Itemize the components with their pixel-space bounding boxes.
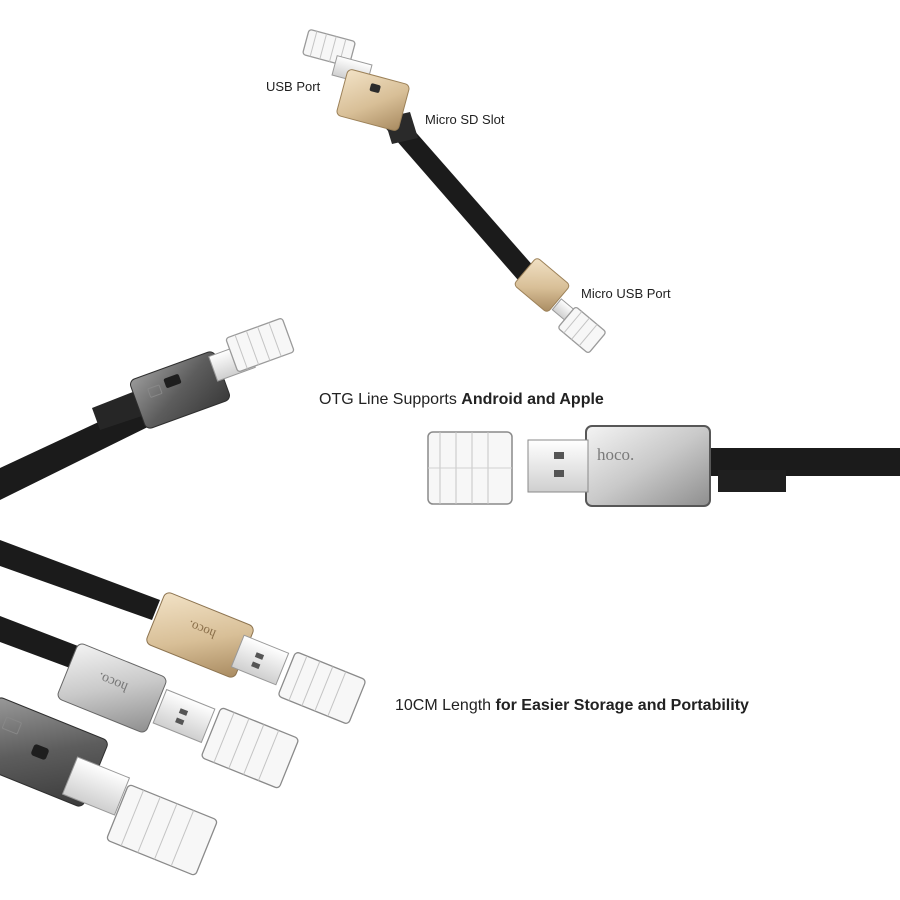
three-color-connectors-bottom: hoco. hoco.: [0, 540, 366, 876]
gold-otg-cable-top: [302, 29, 606, 354]
micro-sd-slot-label: Micro SD Slot: [425, 112, 505, 127]
silver-hoco-connector-right: hoco.: [427, 425, 900, 507]
usb-port-label: USB Port: [266, 79, 321, 94]
otg-headline-bold: Android and Apple: [461, 391, 604, 408]
otg-headline-plain: OTG Line Supports: [319, 391, 462, 408]
gunmetal-connector-left: [0, 318, 295, 500]
length-headline: 10CM Length for Easier Storage and Porta…: [395, 697, 749, 715]
otg-headline: OTG Line Supports Android and Apple: [319, 391, 604, 409]
brand-logo-right: hoco.: [597, 445, 634, 464]
length-headline-plain: 10CM Length: [395, 697, 496, 714]
micro-usb-port-label: Micro USB Port: [581, 286, 671, 301]
length-headline-bold: for Easier Storage and Portability: [495, 697, 749, 714]
